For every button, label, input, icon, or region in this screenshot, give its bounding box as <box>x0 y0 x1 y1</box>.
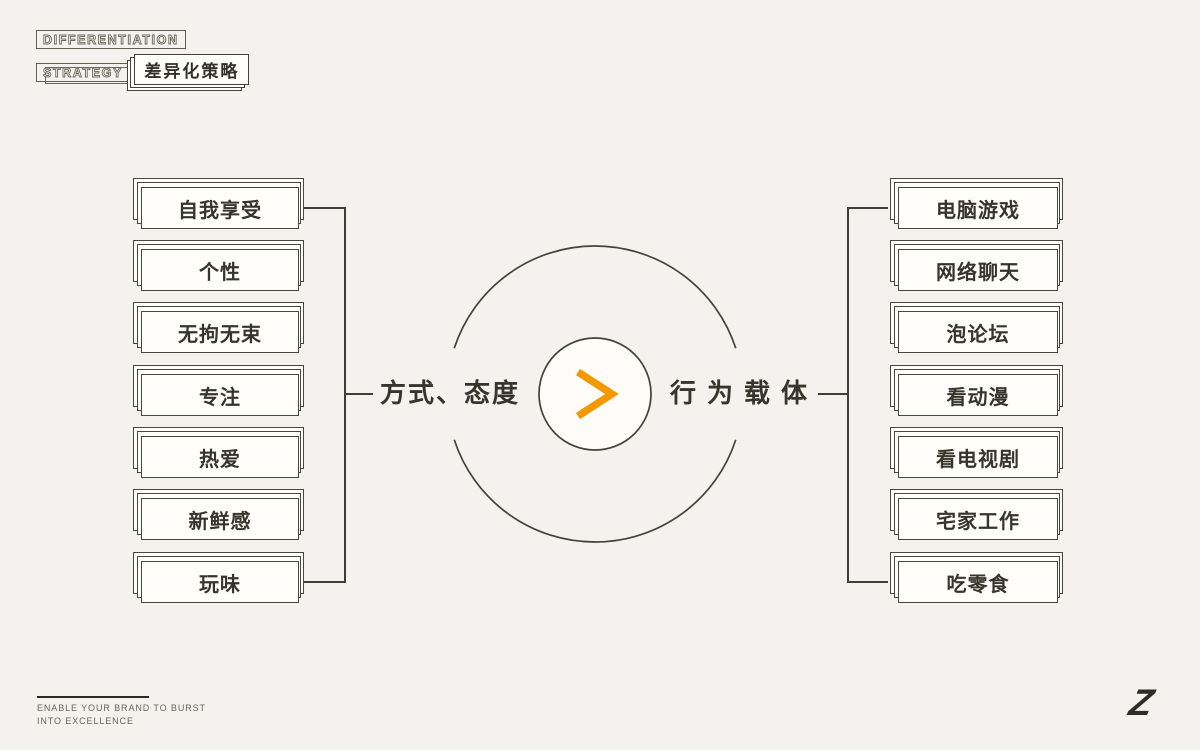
right-item-label: 泡论坛 <box>898 311 1058 353</box>
right-item-box: 电脑游戏 <box>890 178 1063 229</box>
chevron-right-icon <box>575 368 619 420</box>
left-item-label: 新鲜感 <box>141 498 299 540</box>
footer-tagline: ENABLE YOUR BRAND TO BURST INTO EXCELLEN… <box>37 702 206 728</box>
right-item-box: 网络聊天 <box>890 240 1063 291</box>
outer-circle-top-arc <box>453 245 737 349</box>
left-item-label: 个性 <box>141 249 299 291</box>
left-item-label: 无拘无束 <box>141 311 299 353</box>
right-bracket-line <box>818 207 888 583</box>
left-item-box: 专注 <box>133 365 304 416</box>
title-en-line1: DIFFERENTIATION <box>36 30 186 49</box>
left-item-box: 热爱 <box>133 427 304 478</box>
right-group-label: 行为载体 <box>670 378 819 408</box>
right-item-label: 宅家工作 <box>898 498 1058 540</box>
right-item-label: 电脑游戏 <box>898 187 1058 229</box>
right-item-label: 看电视剧 <box>898 436 1058 478</box>
left-group-label: 方式、态度 <box>380 378 521 408</box>
right-item-box: 看电视剧 <box>890 427 1063 478</box>
right-item-box: 宅家工作 <box>890 489 1063 540</box>
right-item-box: 吃零食 <box>890 552 1063 603</box>
right-item-label: 吃零食 <box>898 561 1058 603</box>
right-item-box: 看动漫 <box>890 365 1063 416</box>
left-item-box: 新鲜感 <box>133 489 304 540</box>
left-item-label: 热爱 <box>141 436 299 478</box>
footer-tagline-line2: INTO EXCELLENCE <box>37 716 134 726</box>
left-bracket-line <box>300 207 373 583</box>
right-item-label: 看动漫 <box>898 374 1058 416</box>
title-zh: 差异化策略 <box>134 54 250 85</box>
footer-tagline-line1: ENABLE YOUR BRAND TO BURST <box>37 703 206 713</box>
left-item-box: 个性 <box>133 240 304 291</box>
left-item-label: 专注 <box>141 374 299 416</box>
title-en-line2: STRATEGY <box>36 63 130 82</box>
left-item-box: 无拘无束 <box>133 302 304 353</box>
footer-rule <box>37 696 149 698</box>
left-item-label: 自我享受 <box>141 187 299 229</box>
inner-circle <box>538 337 652 451</box>
left-item-box: 自我享受 <box>133 178 304 229</box>
outer-circle-bottom-arc <box>453 439 737 543</box>
right-item-label: 网络聊天 <box>898 249 1058 291</box>
left-item-label: 玩味 <box>141 561 299 603</box>
title-zh-stack: 差异化策略 <box>127 54 250 91</box>
right-item-box: 泡论坛 <box>890 302 1063 353</box>
left-item-box: 玩味 <box>133 552 304 603</box>
title-block: DIFFERENTIATION STRATEGY 差异化策略 <box>36 30 250 91</box>
